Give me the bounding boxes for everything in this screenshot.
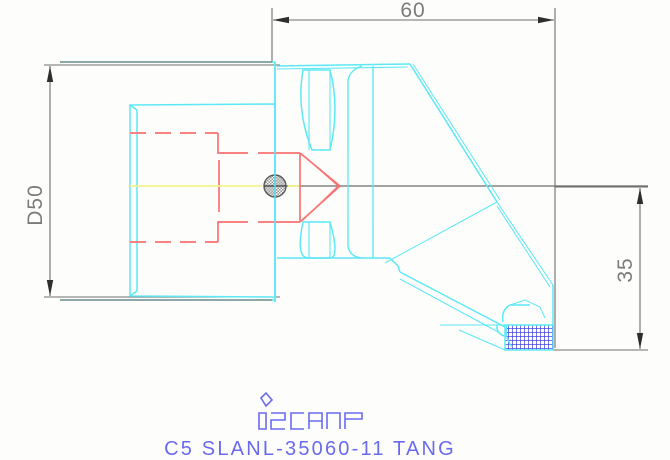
shank-hidden-bore (130, 132, 218, 243)
coolant-cone (299, 152, 341, 223)
shank-silhouette-shadow (60, 61, 272, 301)
body-back-edge (384, 201, 498, 264)
tang-insert-outline (504, 324, 554, 351)
insert-clamp-detail (509, 299, 546, 319)
insert-seat-arc (501, 304, 530, 323)
arrowhead-upper (636, 188, 644, 204)
tang-insert-hatch (505, 325, 553, 350)
logo-letter-c (290, 412, 304, 430)
body-bottom-step (389, 257, 401, 273)
part-number-label: C5 SLANL-35060-11 TANG (164, 438, 456, 460)
dimension-shank-diameter-d50: D50 (24, 64, 280, 298)
body-lower-diagonal-2 (399, 278, 501, 334)
logo-dot (259, 391, 274, 408)
logo-letter-i (258, 412, 267, 430)
head-upper-right-edge (496, 201, 554, 286)
dimension-label-35: 35 (614, 257, 637, 282)
dimension-label-d50: D50 (24, 184, 47, 226)
logo-letter-a (308, 412, 323, 429)
body-wall-lines-lower (347, 222, 374, 259)
tool-body-outline (276, 63, 554, 351)
insert-seat-lower-arc (496, 324, 505, 337)
logo-letter-r (344, 412, 363, 429)
dimension-head-height-35: 35 (520, 186, 648, 351)
head-bottom-relief (458, 329, 506, 351)
upper-flute-slot (300, 69, 336, 151)
wall-fillet-top (347, 65, 363, 81)
arrowhead-top (46, 66, 54, 82)
cone-lower-inner (302, 185, 339, 221)
arrowhead-lower (636, 333, 644, 349)
dimension-label-60: 60 (400, 0, 425, 22)
body-top-face (276, 63, 411, 67)
wall-left-lower (347, 222, 365, 259)
hidden-step-upper (217, 133, 248, 154)
coupling-quadrant-ul (264, 175, 275, 186)
arrowhead-bottom (46, 280, 54, 296)
coupling-quadrant-lr (275, 186, 286, 197)
logo-letter-s (270, 412, 286, 430)
logo-letter-n (326, 412, 341, 429)
iscar-logo (258, 391, 363, 430)
hidden-step-lower (217, 221, 248, 242)
dimension-length-60: 60 (271, 0, 556, 348)
shank-chamfer-top (129, 104, 138, 111)
body-wall-lines-upper (347, 65, 374, 150)
shank-body-outline (129, 62, 276, 302)
body-top-face-inner (276, 66, 409, 70)
tang-insert (504, 324, 554, 351)
body-taper-diagonal-2 (412, 63, 501, 201)
arrowhead-right (538, 16, 554, 24)
shank-hidden-steps (217, 133, 300, 242)
tang-insert-edge-radius (505, 324, 513, 348)
shank-silhouette (60, 61, 275, 301)
cone-upper-inner (302, 154, 339, 187)
shank-outer-profile (129, 103, 276, 298)
body-taper-diagonal (409, 63, 498, 203)
arrowhead-left (273, 16, 289, 24)
shank-chamfer-bottom (129, 290, 138, 297)
lower-flute-slot (299, 221, 336, 259)
body-lower-diagonal (399, 271, 506, 328)
head-upper-right-edge-2 (496, 205, 551, 288)
body-mid-wall-lines (347, 150, 374, 222)
